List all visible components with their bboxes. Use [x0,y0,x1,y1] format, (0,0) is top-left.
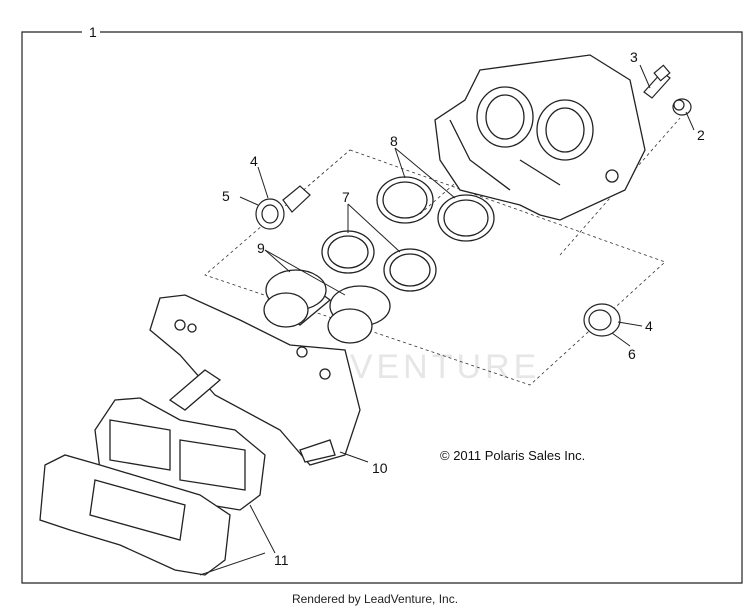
bleeder-cap [672,98,692,116]
copyright-text: © 2011 Polaris Sales Inc. [440,448,585,463]
pistons [263,269,391,344]
caliper-body [434,54,646,221]
slide-pin-boot-upper [255,185,311,230]
bleeder-screw [643,64,671,99]
callout-8: 8 [390,133,398,149]
slide-pin-boot-lower [583,303,621,337]
rendered-by-footer: Rendered by LeadVenture, Inc. [291,592,459,606]
callout-5: 5 [222,188,230,204]
callout-1: 1 [89,24,97,40]
callout-11: 11 [274,552,289,568]
callout-7: 7 [342,189,350,205]
diagram-frame [21,31,743,584]
callout-9: 9 [257,240,265,256]
caliper-bracket [149,294,361,466]
callout-2: 2 [697,127,705,143]
brake-pads [39,397,266,576]
leader-lines [199,64,695,576]
callout-4-lower: 4 [645,318,653,334]
callout-4-upper: 4 [250,153,258,169]
callout-10: 10 [372,460,388,476]
callout-6: 6 [628,346,636,362]
callout-3: 3 [630,49,638,65]
piston-seals-small [321,230,437,292]
